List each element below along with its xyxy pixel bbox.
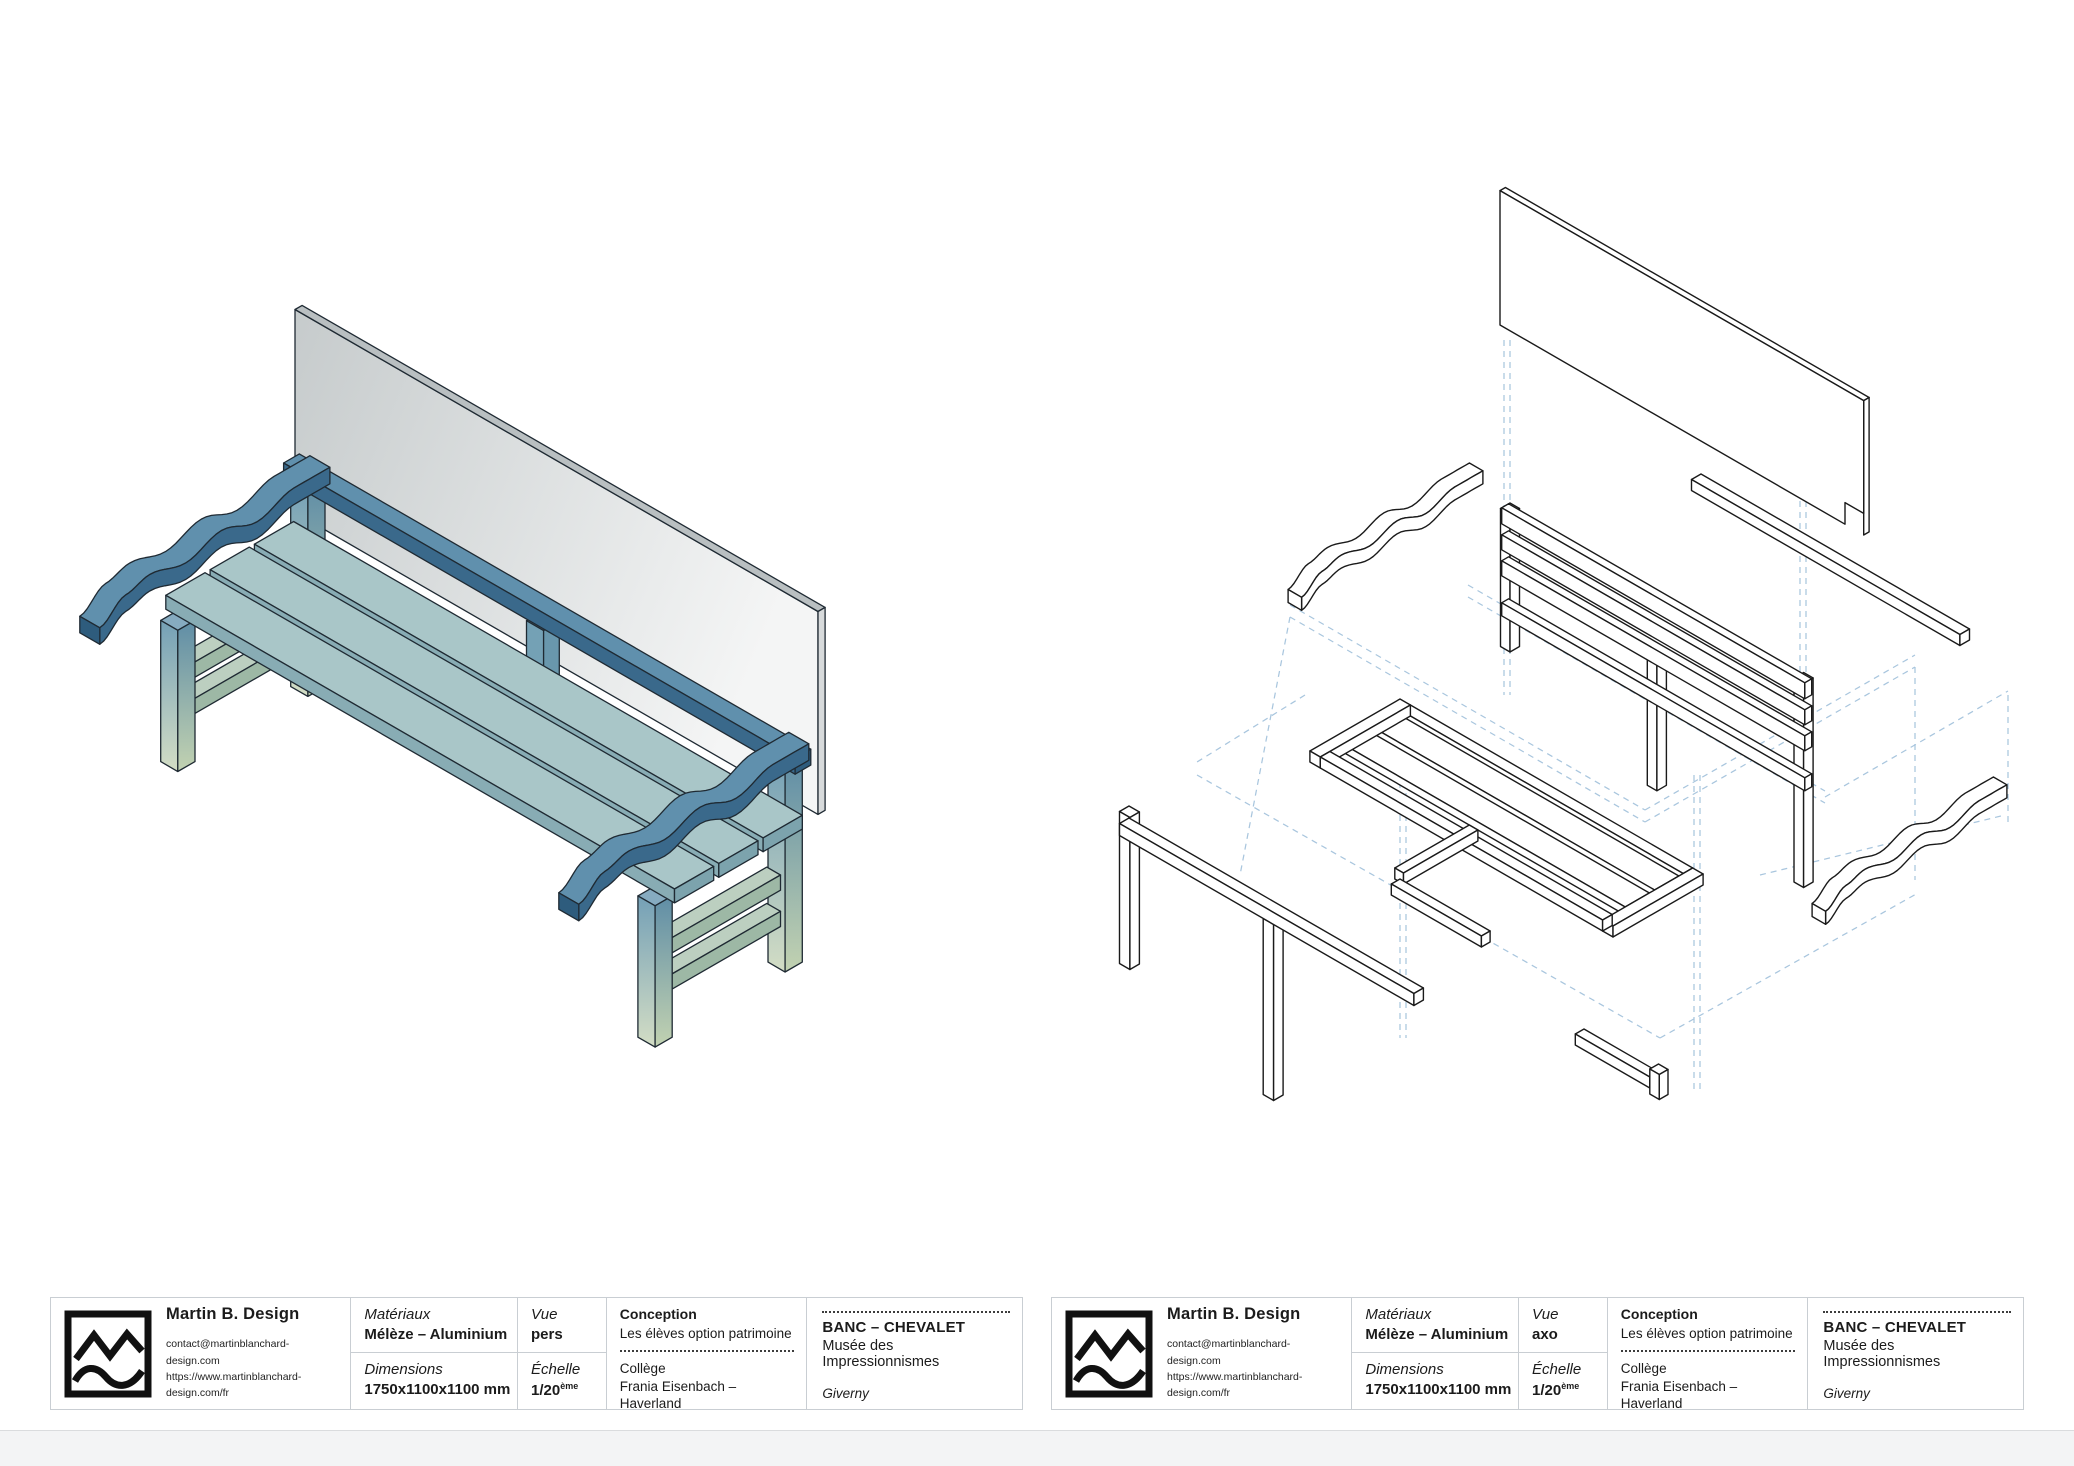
view-value: axo bbox=[1532, 1326, 1558, 1343]
dotted-divider bbox=[822, 1311, 1010, 1313]
materials-value: Mélèze – Aluminium bbox=[364, 1326, 508, 1343]
exploded-front-frame bbox=[1118, 805, 1425, 1102]
materials-label: Matériaux bbox=[364, 1306, 431, 1323]
view-value: pers bbox=[531, 1326, 563, 1343]
view-label: Vue bbox=[1532, 1306, 1559, 1323]
company-name: Martin B. Design bbox=[166, 1305, 300, 1324]
conception-label: Conception bbox=[619, 1306, 697, 1322]
scale-value: 1/20ème bbox=[1532, 1381, 1580, 1399]
college-label: Collège bbox=[619, 1360, 666, 1376]
exploded-seat bbox=[1309, 698, 1704, 938]
exploded-end-rail bbox=[1574, 1028, 1669, 1101]
view-label: Vue bbox=[531, 1306, 558, 1323]
scale-label: Échelle bbox=[1532, 1361, 1582, 1378]
exploded-right-armrest bbox=[1811, 776, 2008, 925]
project-city: Giverny bbox=[822, 1386, 869, 1401]
martin-b-design-logo bbox=[1065, 1310, 1153, 1397]
bench-exploded-drawing bbox=[1118, 186, 2009, 1102]
project-title: BANC – CHEVALET bbox=[1823, 1319, 1967, 1336]
exploded-back-panel bbox=[1499, 186, 1870, 536]
company-name: Martin B. Design bbox=[1167, 1305, 1301, 1324]
contact-website[interactable]: https://www.martinblanchard-design.com/f… bbox=[166, 1371, 302, 1400]
conception-cell: Conception Les élèves option patrimoine … bbox=[605, 1298, 807, 1411]
dotted-divider bbox=[619, 1349, 795, 1352]
dimensions-label: Dimensions bbox=[1365, 1361, 1444, 1378]
project-museum: Musée des Impressionnismes bbox=[1823, 1338, 1941, 1370]
college-label: Collège bbox=[1620, 1360, 1667, 1376]
projection-guides bbox=[1196, 340, 2009, 1093]
contact-email: contact@martinblanchard-design.com bbox=[166, 1338, 290, 1367]
conception-cell: Conception Les élèves option patrimoine … bbox=[1606, 1298, 1808, 1411]
dotted-divider bbox=[1620, 1349, 1796, 1352]
contact-email: contact@martinblanchard-design.com bbox=[1167, 1338, 1291, 1367]
conception-label: Conception bbox=[1620, 1306, 1698, 1322]
company-info: Martin B. Design contact@martinblanchard… bbox=[1167, 1305, 1341, 1401]
dimensions-value: 1750x1100x1100 mm bbox=[364, 1381, 511, 1398]
materials-dimensions-cell: Matériaux Mélèze – Aluminium Dimensions … bbox=[350, 1298, 517, 1409]
scale-value: 1/20ème bbox=[531, 1381, 579, 1399]
project-cell: BANC – CHEVALET Musée des Impressionnism… bbox=[1807, 1298, 2023, 1409]
designers-names: Frania Eisenbach – Haverland bbox=[619, 1378, 737, 1412]
conception-team: Les élèves option patrimoine bbox=[1620, 1326, 1793, 1341]
left-armrest bbox=[79, 455, 331, 645]
project-title: BANC – CHEVALET bbox=[822, 1319, 966, 1336]
conception-team: Les élèves option patrimoine bbox=[619, 1326, 792, 1341]
view-scale-cell: Vue axo Échelle 1/20ème bbox=[1518, 1298, 1607, 1409]
title-block-axonometric: Martin B. Design contact@martinblanchard… bbox=[1051, 1297, 2024, 1411]
right-armrest bbox=[558, 731, 810, 922]
designers-names: Frania Eisenbach – Haverland bbox=[1620, 1378, 1738, 1412]
page-bottom-strip bbox=[0, 1430, 2074, 1466]
company-cell: Martin B. Design contact@martinblanchard… bbox=[51, 1298, 350, 1409]
martin-b-design-logo bbox=[64, 1310, 152, 1397]
company-cell: Martin B. Design contact@martinblanchard… bbox=[1052, 1298, 1351, 1409]
materials-dimensions-cell: Matériaux Mélèze – Aluminium Dimensions … bbox=[1351, 1298, 1518, 1409]
seat-slats bbox=[165, 520, 803, 904]
dimensions-value: 1750x1100x1100 mm bbox=[1365, 1381, 1512, 1398]
project-museum: Musée des Impressionnismes bbox=[822, 1338, 940, 1370]
exploded-cross-rail bbox=[1390, 824, 1491, 948]
project-cell: BANC – CHEVALET Musée des Impressionnism… bbox=[806, 1298, 1022, 1409]
exploded-back-frame bbox=[1499, 502, 1814, 889]
bench-perspective-drawing bbox=[79, 304, 826, 1048]
materials-label: Matériaux bbox=[1365, 1306, 1432, 1323]
dotted-divider bbox=[1823, 1311, 2011, 1313]
dimensions-label: Dimensions bbox=[364, 1361, 443, 1378]
company-info: Martin B. Design contact@martinblanchard… bbox=[166, 1305, 340, 1401]
exploded-back-rail bbox=[1690, 473, 1971, 647]
title-block-perspective: Martin B. Design contact@martinblanchard… bbox=[50, 1297, 1023, 1411]
front-legs bbox=[160, 609, 673, 1048]
materials-value: Mélèze – Aluminium bbox=[1365, 1326, 1509, 1343]
scale-label: Échelle bbox=[531, 1361, 581, 1378]
exploded-left-armrest bbox=[1287, 462, 1484, 611]
view-scale-cell: Vue pers Échelle 1/20ème bbox=[517, 1298, 606, 1409]
project-city: Giverny bbox=[1823, 1386, 1870, 1401]
contact-website[interactable]: https://www.martinblanchard-design.com/f… bbox=[1167, 1371, 1303, 1400]
